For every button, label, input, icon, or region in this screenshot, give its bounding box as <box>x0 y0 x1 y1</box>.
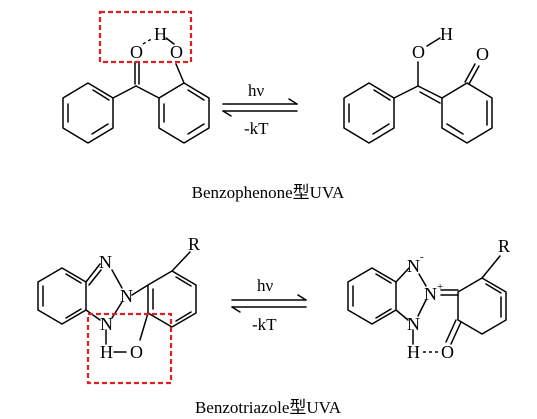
benzotriazole-caption: Benzotriazole型UVA <box>195 398 342 417</box>
reverse-condition-label: -kT <box>244 119 269 138</box>
triazole-n2-label: N <box>120 286 133 306</box>
n2-positive-charge: + <box>437 281 443 293</box>
benzotriazole-structure: N N N H O R <box>37 234 200 385</box>
r-substituent-label: R <box>498 236 510 256</box>
benzophenone-reaction: O H O hν -kT <box>62 10 493 202</box>
hydroxyl-oxygen-label: O <box>170 42 183 62</box>
equilibrium-arrow: hν -kT <box>222 81 298 138</box>
hydrogen-bond-highlight-box <box>98 10 193 64</box>
r-substituent-label: R <box>188 234 200 254</box>
benzophenone-tautomer-structure: O H O <box>343 24 493 144</box>
hydrogen-label: H <box>100 342 113 362</box>
hydrogen-bond-highlight-box <box>86 312 173 385</box>
hydrogen-label: H <box>154 24 167 44</box>
keto-oxygen-label: O <box>441 342 454 362</box>
enol-oxygen-label: O <box>412 42 425 62</box>
phenol-oxygen-label: O <box>130 342 143 362</box>
forward-condition-label: hν <box>257 276 274 295</box>
triazole-n1-label: N <box>99 252 112 272</box>
benzotriazole-tautomer-structure: N - N + N H O R <box>347 236 510 362</box>
n1-negative-charge: - <box>420 251 424 263</box>
forward-condition-label: hν <box>248 81 265 100</box>
enol-hydrogen-label: H <box>440 24 453 44</box>
triazole-n2-label: N <box>424 284 437 304</box>
equilibrium-arrow: hν -kT <box>231 276 307 334</box>
benzotriazole-reaction: N N N H O R hν -kT <box>37 234 510 417</box>
triazole-n1-label: N <box>407 256 420 276</box>
benzophenone-structure: O H O <box>62 10 210 144</box>
keto-oxygen-label: O <box>476 44 489 64</box>
reverse-condition-label: -kT <box>252 315 277 334</box>
triazole-n3-label: N <box>100 314 113 334</box>
triazole-n3-label: N <box>407 314 420 334</box>
hydrogen-label: H <box>407 342 420 362</box>
carbonyl-oxygen-label: O <box>130 42 143 62</box>
benzophenone-caption: Benzophenone型UVA <box>192 183 345 202</box>
